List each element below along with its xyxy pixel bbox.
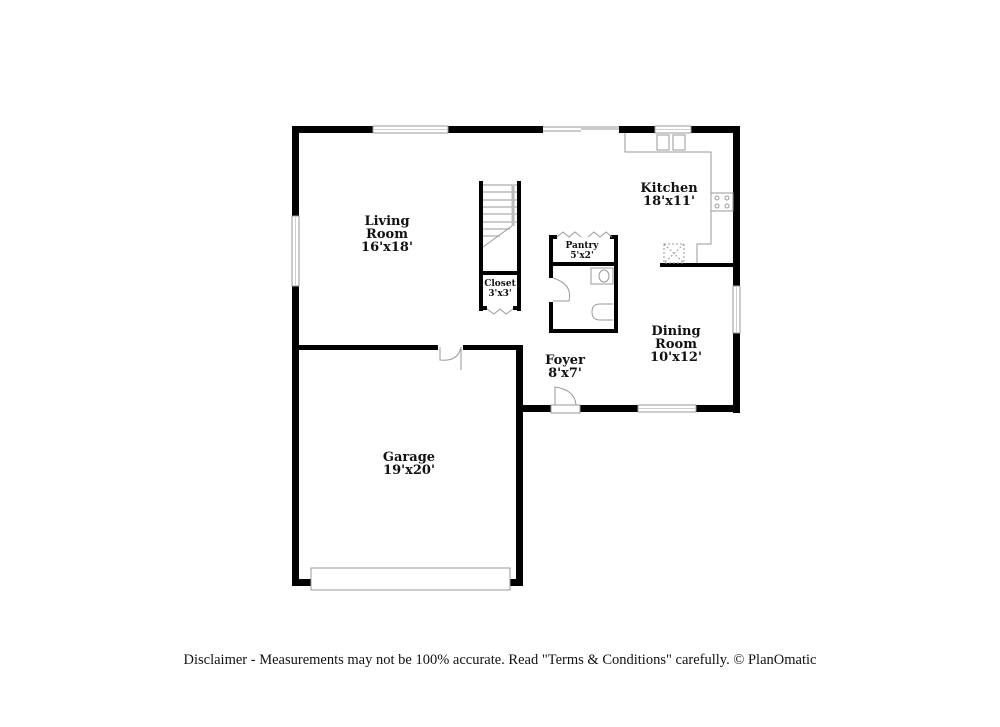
room-labels: Living Room 16'x18' Kitchen 18'x11' Pant… [361, 181, 702, 478]
staircase [482, 184, 517, 248]
stove [710, 192, 734, 212]
sink-right [672, 134, 686, 151]
kitchen-size: 18'x11' [643, 194, 695, 209]
fixtures [439, 133, 734, 414]
foyer-label: Foyer [545, 353, 585, 368]
closet-label: Closet [484, 279, 516, 289]
pantry-size: 5'x2' [570, 251, 593, 261]
dining-room-label-2: Room [655, 337, 697, 352]
disclaimer-text: Disclaimer - Measurements may not be 100… [183, 652, 817, 668]
foyer-size: 8'x7' [548, 366, 582, 381]
pantry-label: Pantry [565, 241, 599, 251]
living-room-label-1: Living [364, 214, 409, 229]
windows [291, 125, 741, 591]
sink-left [656, 134, 670, 151]
living-room-label-2: Room [366, 227, 408, 242]
toilet [591, 303, 613, 321]
fridge [663, 243, 685, 264]
garage-label: Garage [383, 450, 435, 465]
garage-size: 19'x20' [383, 463, 435, 478]
garage-door [310, 567, 511, 591]
front-door-swing [554, 386, 577, 406]
bath-door-swing [552, 277, 571, 302]
pantry-door-2 [587, 231, 613, 238]
living-room-size: 16'x18' [361, 240, 413, 255]
pantry-door [556, 231, 582, 238]
exterior-walls [292, 126, 740, 586]
closet-door [486, 308, 514, 315]
dining-room-size: 10'x12' [650, 350, 702, 365]
closet-size: 3'x3' [488, 289, 511, 299]
garage-entry-door [439, 346, 462, 361]
kitchen-label: Kitchen [640, 181, 698, 196]
bath-sink [590, 267, 614, 285]
dining-room-label-1: Dining [651, 324, 700, 339]
